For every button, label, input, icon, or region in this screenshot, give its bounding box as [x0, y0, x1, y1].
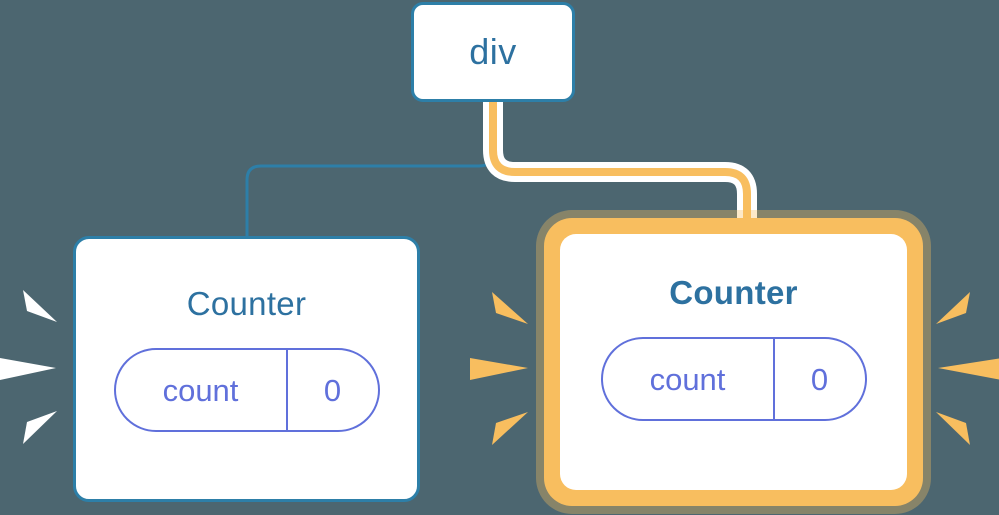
node-div[interactable]: div	[411, 2, 575, 102]
state-value-left: 0	[323, 372, 342, 408]
edge-div-to-left-counter	[245, 102, 495, 236]
burst-ray-top	[492, 292, 528, 324]
state-key-left: count	[162, 372, 239, 408]
burst-ray-top	[23, 290, 57, 322]
state-divider-right	[772, 339, 775, 419]
edge-div-to-right-counter	[489, 102, 751, 234]
burst-ray-top	[936, 292, 970, 324]
node-counter-right[interactable]: Counter count 0	[560, 234, 907, 490]
state-divider-left	[285, 350, 288, 430]
burst-ray-bottom	[492, 412, 528, 445]
node-counter-left-title: Counter	[186, 285, 307, 322]
node-counter-right-title: Counter	[669, 274, 798, 311]
node-div-label: div	[469, 31, 517, 72]
burst-ray-bottom	[936, 412, 970, 445]
edge-div-to-right-counter-halo	[483, 102, 757, 234]
state-pill-right: count 0	[600, 337, 867, 421]
state-key-right: count	[649, 361, 726, 397]
right-counter-burst-right	[930, 280, 999, 450]
burst-ray-middle	[938, 358, 999, 380]
burst-ray-middle	[0, 358, 56, 380]
burst-ray-middle	[470, 358, 528, 380]
burst-ray-bottom	[23, 411, 57, 444]
right-counter-burst-left	[470, 280, 544, 450]
state-value-right: 0	[810, 361, 829, 397]
node-counter-left[interactable]: Counter count 0	[73, 236, 420, 502]
state-pill-left: count 0	[113, 348, 380, 432]
left-counter-burst	[0, 282, 64, 452]
